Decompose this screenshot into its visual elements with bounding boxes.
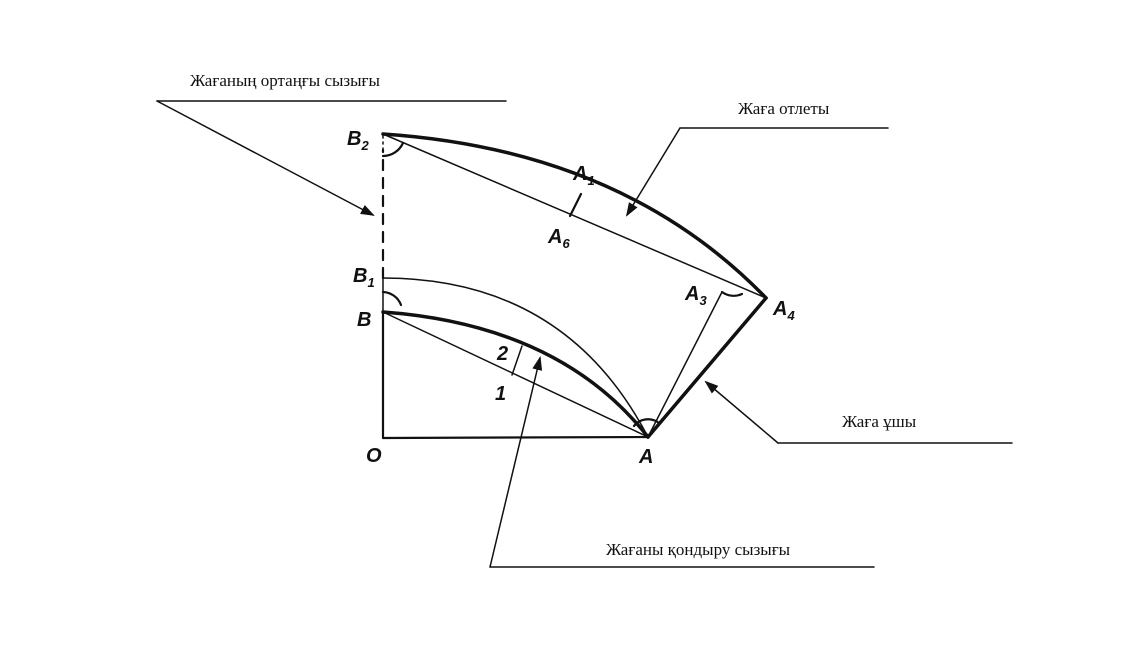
caption-collar-stand: Жаға отлеты [738,99,830,118]
point-a3: A3 [684,283,707,308]
point-a4: A4 [772,298,795,323]
angle-b2 [381,141,405,158]
angle-a [632,418,661,428]
curve-b-a [381,310,650,439]
collar-end-a-a4 [646,296,768,439]
point-b2: B2 [347,128,369,153]
point-1: 1 [495,383,506,405]
angle-a3 [720,290,744,297]
leader-stand-arrow [625,127,681,217]
point-o: O [366,445,382,467]
caption-attach-line: Жағаны қондыру сызығы [606,540,791,559]
angle-b [381,290,403,307]
segment-a6-a1 [568,192,583,218]
curve-b1-a [382,277,649,438]
caption-center-line: Жағаның ортаңғы сызығы [190,71,381,90]
point-b: B [357,309,371,331]
segment-1-2 [511,345,523,376]
leader-end-arrow [704,380,779,444]
line-o-a [381,435,650,440]
point-a6: A6 [547,226,570,251]
curve-b2-a4 [381,132,768,300]
point-2: 2 [496,343,508,365]
point-a: A [638,446,653,468]
chord-b-a [382,311,649,438]
leader-center-arrow [156,100,375,216]
line-a-a3 [647,291,723,438]
leader-attach-arrow [489,356,543,568]
point-b1: B1 [353,265,375,290]
caption-collar-end: Жаға ұшы [842,412,917,431]
point-a1: A1 [572,163,595,188]
chord-b2-a4 [382,133,767,299]
